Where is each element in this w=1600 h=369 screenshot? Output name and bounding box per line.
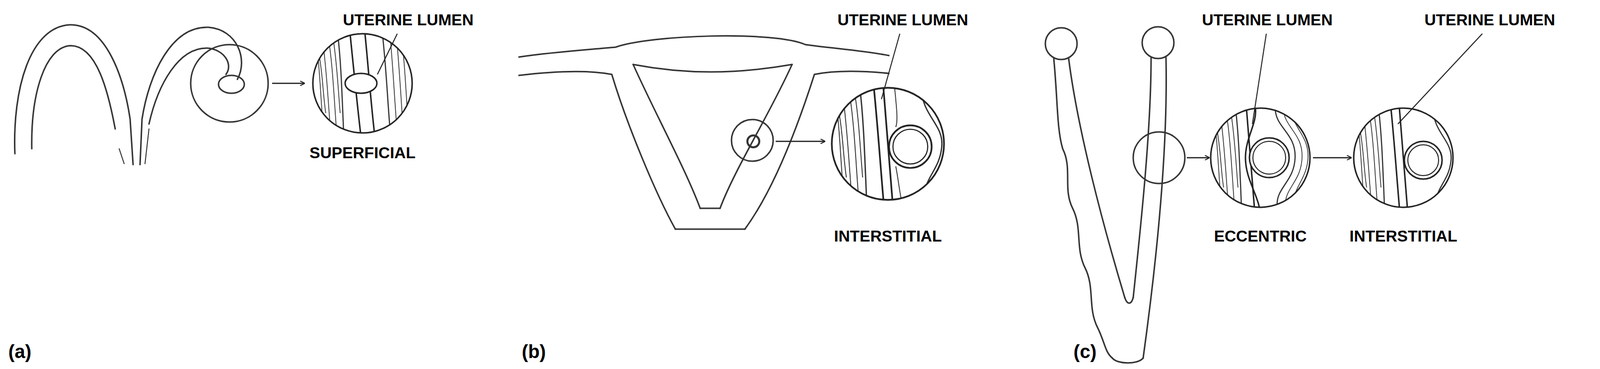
- zoom-arrow: [775, 141, 825, 143]
- sac-small: [218, 75, 245, 94]
- sac-small: [747, 135, 760, 148]
- leader-line: [377, 33, 398, 75]
- panel-label: (a): [8, 341, 32, 364]
- type-label: INTERSTITIAL: [1349, 227, 1458, 246]
- zoom-arrow: [272, 82, 304, 85]
- region-label: UTERINE LUMEN: [837, 10, 968, 30]
- zoom-marker: [731, 119, 774, 162]
- type-label: SUPERFICIAL: [309, 144, 416, 163]
- zoom-interstitial: [1353, 108, 1462, 208]
- zoom-superficial: [312, 33, 413, 134]
- uterus-drawing-c: [1045, 26, 1174, 364]
- panel-label: (c): [1073, 341, 1097, 364]
- zoom-marker: [190, 44, 269, 123]
- zoom-interstitial: [831, 87, 954, 201]
- leader-line: [881, 33, 900, 100]
- leader-line: [1252, 33, 1267, 125]
- zoom-eccentric: [1210, 108, 1310, 208]
- panel-label: (b): [521, 341, 547, 364]
- type-label: INTERSTITIAL: [834, 227, 943, 246]
- zoom-marker: [1133, 132, 1185, 184]
- leader-line: [1397, 33, 1483, 125]
- uterus-drawing-a: [14, 24, 242, 165]
- region-label: UTERINE LUMEN: [1201, 10, 1333, 30]
- region-label: UTERINE LUMEN: [342, 10, 474, 30]
- type-label: ECCENTRIC: [1214, 227, 1308, 246]
- zoom-arrow: [1312, 157, 1351, 159]
- zoom-arrow: [1186, 157, 1209, 159]
- region-label: UTERINE LUMEN: [1424, 10, 1555, 30]
